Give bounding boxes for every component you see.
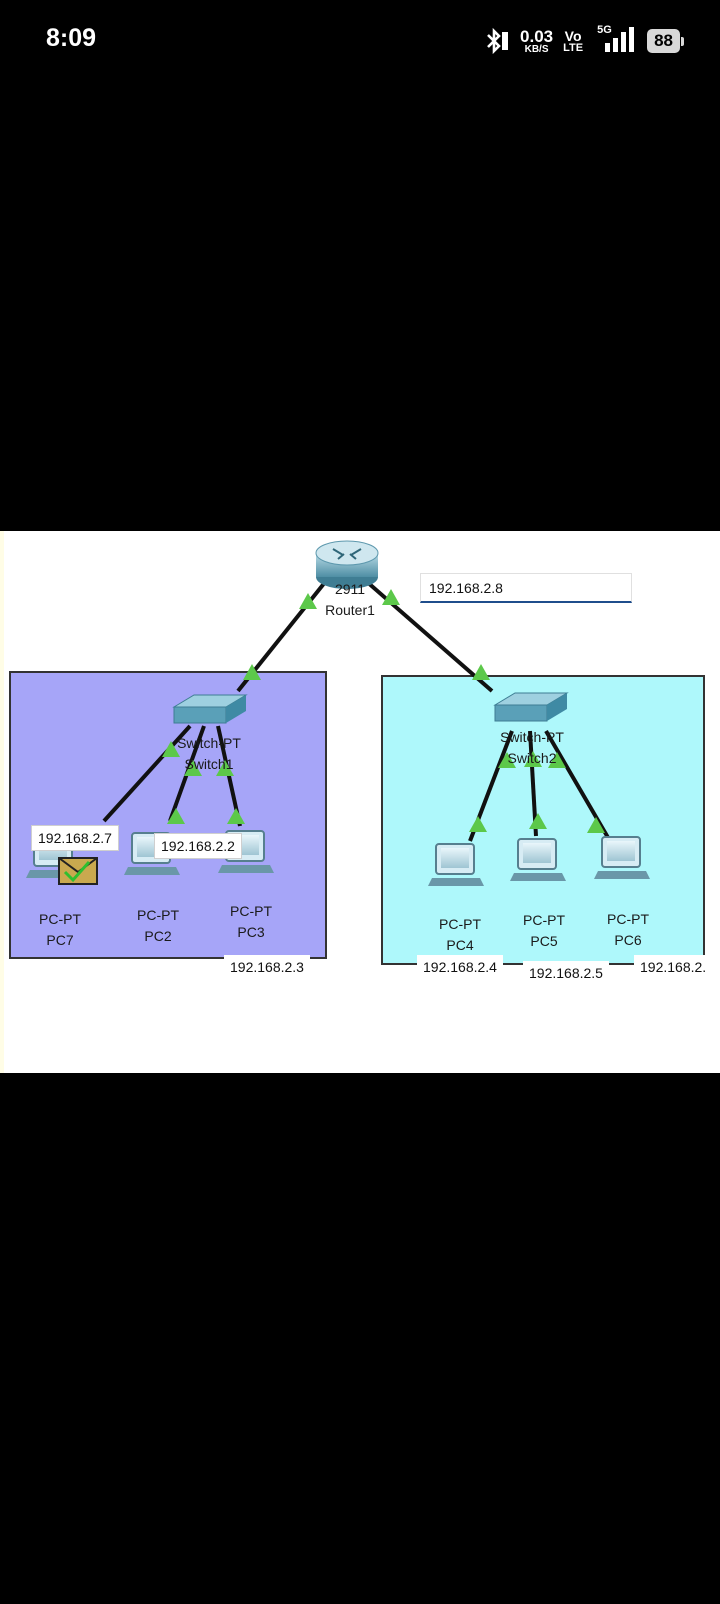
pc7-label: PC-PT PC7: [39, 911, 81, 948]
pc-icon: [594, 836, 650, 879]
pc5-ip-note: 192.168.2.5: [523, 961, 609, 985]
letterbox-bottom: [0, 1073, 720, 1604]
link-light: [299, 593, 317, 609]
battery-icon: 88: [647, 29, 684, 53]
status-bar: 8:09 0.03 KB/S Vo LTE 5G 88: [0, 0, 720, 80]
pc5-label: PC-PT PC5: [523, 912, 565, 949]
link-light: [524, 751, 542, 767]
network-area-left: [9, 671, 327, 959]
switch1-label: Switch-PT Switch1: [177, 735, 241, 772]
pc7-ip-note: 192.168.2.7: [31, 825, 119, 851]
link-light: [184, 760, 202, 776]
status-icons: 0.03 KB/S Vo LTE 5G 88: [484, 24, 684, 58]
router-icon: [315, 540, 379, 589]
pc3-label: PC-PT PC3: [230, 903, 272, 940]
network-area-right: [381, 675, 705, 965]
switch2-label: Switch-PT Switch2: [500, 729, 564, 766]
router-ip-note: 192.168.2.8: [420, 573, 632, 603]
link-light: [243, 664, 261, 680]
pc6-ip-note: 192.168.2.: [634, 955, 713, 979]
pc2-label: PC-PT PC2: [137, 907, 179, 944]
link-light: [382, 589, 400, 605]
link-light: [587, 817, 605, 833]
switch-icon: [493, 692, 569, 722]
pc6-label: PC-PT PC6: [607, 911, 649, 948]
pc-icon: [510, 838, 566, 881]
router-label: 2911 Router1: [325, 581, 375, 618]
network-topology-image[interactable]: 2911 Router1 192.168.2.8 Switch-PT Switc…: [0, 531, 720, 1073]
image-edge: [0, 531, 4, 1073]
link-light: [498, 752, 516, 768]
cable-switch1-pc7: [102, 724, 192, 823]
clock: 8:09: [46, 24, 97, 52]
volte-indicator: Vo LTE: [563, 27, 584, 54]
network-speed: 0.03 KB/S: [520, 26, 554, 55]
link-light: [162, 741, 180, 757]
pc-icon: [428, 843, 484, 886]
link-light: [469, 816, 487, 832]
link-light: [216, 760, 234, 776]
link-lights: [162, 589, 605, 833]
link-light: [472, 664, 490, 680]
envelope-icon: [58, 857, 98, 885]
link-light: [529, 813, 547, 829]
switch-icon: [172, 694, 248, 724]
pc4-label: PC-PT PC4: [439, 916, 481, 953]
link-light: [548, 752, 566, 768]
signal-icon: 5G: [593, 24, 637, 56]
bluetooth-icon: [487, 27, 509, 55]
pc2-ip-note: 192.168.2.2: [154, 833, 242, 859]
link-light: [167, 808, 185, 824]
pc4-ip-note: 192.168.2.4: [417, 955, 503, 979]
pc3-ip-note: 192.168.2.3: [224, 955, 310, 979]
link-light: [227, 808, 245, 824]
cable-switch2-pc6: [544, 729, 612, 843]
